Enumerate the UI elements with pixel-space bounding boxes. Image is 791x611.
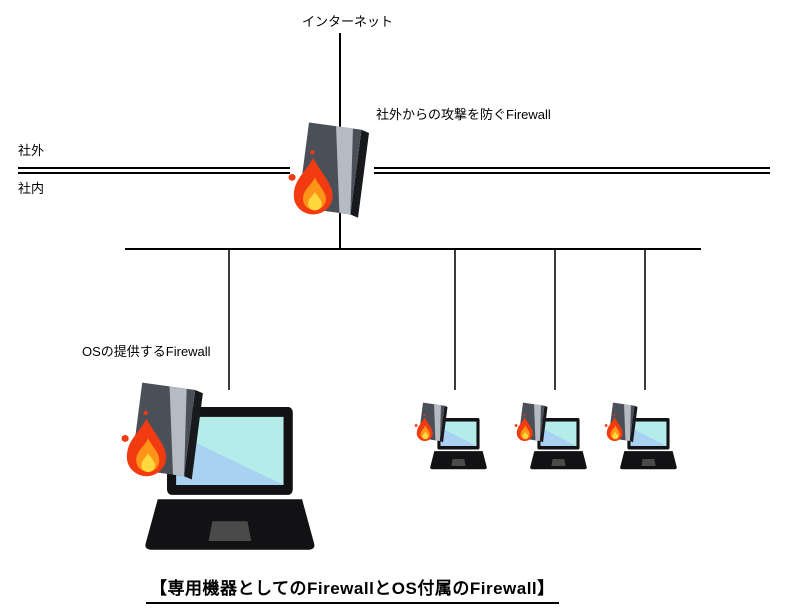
client-machine [514,399,590,471]
firewall-icon [120,376,214,491]
drop-line [228,250,230,390]
outside-label: 社外 [18,143,45,158]
drop-line [644,250,646,390]
boundary-line-outer [18,167,770,169]
inside-label: 社内 [18,181,45,196]
firewall-icon [514,400,552,447]
external-firewall-label: 社外からの攻撃を防ぐFirewall [376,107,551,122]
internet-label: インターネット [302,14,394,29]
lan-bus-line [125,248,701,250]
boundary-line-inner [18,172,770,174]
client-machine [414,399,490,471]
firewall-icon [604,400,642,447]
firewall-icon [414,400,452,447]
os-firewall-label: OSの提供するFirewall [82,344,211,359]
firewall-icon [287,116,380,229]
drop-line [554,250,556,390]
client-machine [604,399,680,471]
diagram-title: 【専用機器としてのFirewallとOS付属のFirewall】 [146,574,559,604]
drop-line [454,250,456,390]
